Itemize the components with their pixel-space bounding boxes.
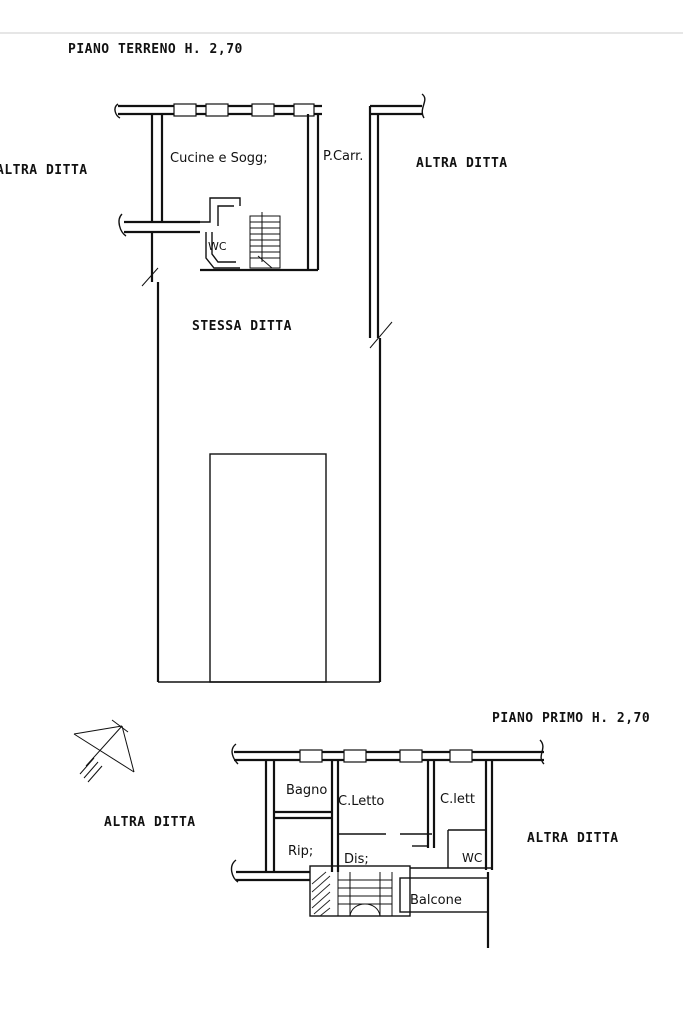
hallway-label: Dis; <box>344 852 369 867</box>
inner-rectangle <box>209 453 327 683</box>
ground-wc-label: WC <box>208 240 227 253</box>
stessa-ditta-area <box>158 453 380 683</box>
kitchen-label: Cucine e Sogg; <box>170 151 268 166</box>
storage-label: Rip; <box>288 844 313 859</box>
ground-floor-title: PIANO TERRENO H. 2,70 <box>68 42 243 57</box>
ground-floor-left-walls <box>118 114 200 682</box>
driveway-label: P.Carr. <box>323 149 363 164</box>
balcony-label: Balcone <box>410 893 462 908</box>
north-arrow-icon <box>73 719 135 783</box>
first-floor-title: PIANO PRIMO H. 2,70 <box>492 711 650 726</box>
bathroom-label: Bagno <box>286 783 327 798</box>
bedroom-2-label: C.lett <box>440 792 475 807</box>
ground-floor-partitions <box>200 114 320 272</box>
ground-neighbor-left: ALTRA DITTA <box>0 163 88 178</box>
stessa-ditta-label: STESSA DITTA <box>192 319 292 334</box>
first-neighbor-right: ALTRA DITTA <box>527 831 619 846</box>
first-floor-front-wall <box>231 739 545 765</box>
ground-floor-right-walls <box>368 106 393 682</box>
first-floor-left-wall <box>230 760 310 883</box>
ground-neighbor-right: ALTRA DITTA <box>416 156 508 171</box>
first-floor-stair <box>309 865 411 917</box>
first-wc-label: WC <box>462 851 482 865</box>
balcony-outline <box>399 872 490 948</box>
first-floor-plan: PIANO PRIMO H. 2,70 <box>104 711 650 948</box>
bedroom-1-label: C.Letto <box>338 794 384 809</box>
first-floor-partitions <box>274 760 494 872</box>
first-neighbor-left: ALTRA DITTA <box>104 815 196 830</box>
ground-floor-plan: PIANO TERRENO H. 2,70 <box>0 42 508 683</box>
